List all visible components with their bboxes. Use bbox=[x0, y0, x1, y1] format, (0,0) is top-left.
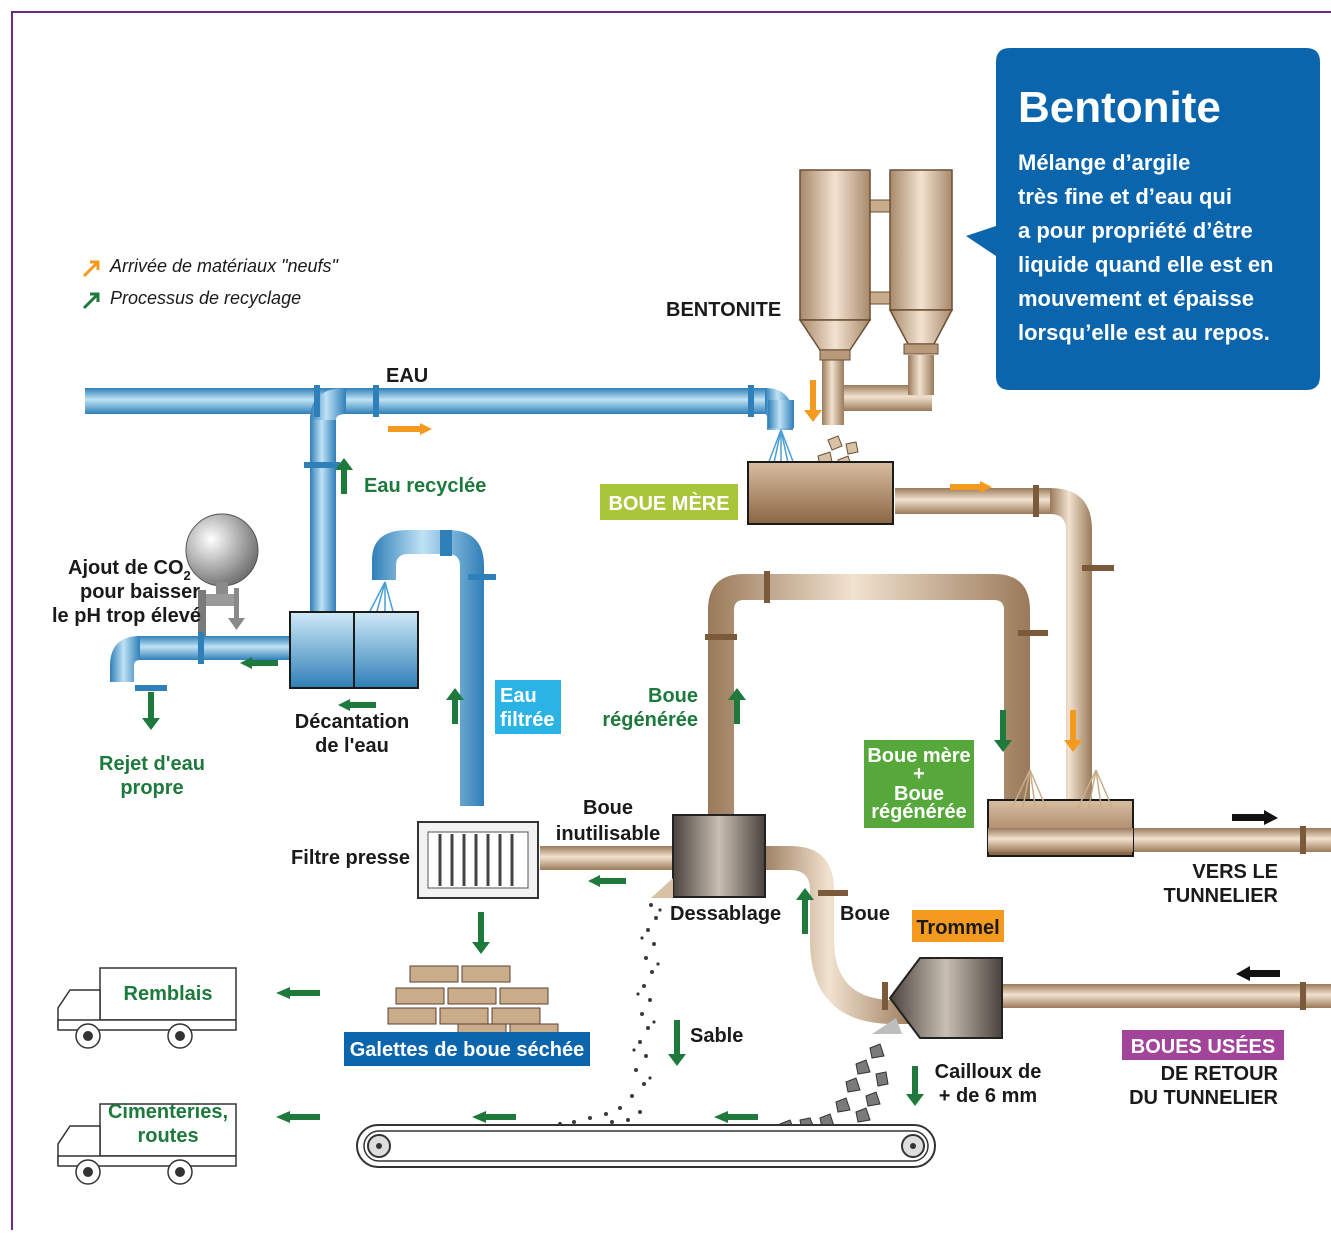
info-box-line: Mélange d’argile bbox=[1018, 150, 1190, 175]
cailloux-label: + de 6 mm bbox=[939, 1085, 1037, 1107]
dried-mud-bricks bbox=[387, 965, 559, 1041]
mix-label: Boue mère bbox=[867, 745, 970, 767]
trommel-badge bbox=[912, 910, 1004, 942]
boues-usees-badge bbox=[1122, 1030, 1284, 1060]
vers-tunnelier-label: VERS LE bbox=[1192, 861, 1278, 883]
sable-label: Sable bbox=[690, 1025, 743, 1047]
boue-mere-tank bbox=[747, 461, 894, 525]
rejet-label: propre bbox=[120, 777, 183, 799]
decantation-label: Décantation bbox=[295, 711, 409, 733]
decantation-tank bbox=[289, 611, 419, 689]
legend-new-materials: Arrivée de matériaux "neufs" bbox=[109, 256, 339, 276]
retour-label: DU TUNNELIER bbox=[1129, 1087, 1278, 1109]
eau-label: EAU bbox=[386, 365, 428, 387]
truck-icon-remblais bbox=[57, 967, 237, 1049]
info-box-title: Bentonite bbox=[1018, 83, 1221, 132]
info-box-line: mouvement et épaisse bbox=[1018, 286, 1254, 311]
bentonite-silos bbox=[798, 169, 954, 361]
galettes-badge bbox=[344, 1032, 590, 1066]
retour-label: DE RETOUR bbox=[1161, 1063, 1279, 1085]
mixing-tank bbox=[987, 799, 1134, 857]
info-box-line: a pour propriété d’être bbox=[1018, 218, 1253, 243]
trommel-label: Trommel bbox=[916, 917, 999, 939]
orange-arrow-icon bbox=[82, 260, 100, 278]
co2-line: pour baisser bbox=[80, 581, 200, 603]
cailloux-label: Cailloux de bbox=[935, 1061, 1042, 1083]
boue-inutilisable-label: Boue bbox=[583, 797, 633, 819]
info-box-line: lorsqu’elle est au repos. bbox=[1018, 320, 1270, 345]
grey-arrow bbox=[228, 588, 245, 630]
boues-usees-label: BOUES USÉES bbox=[1131, 1035, 1275, 1058]
eau-filtree-label: filtrée bbox=[500, 709, 554, 731]
mix-label: + bbox=[913, 763, 925, 785]
eau-recyclee-label: Eau recyclée bbox=[364, 475, 486, 497]
boue-regeneree-label: Boue bbox=[648, 685, 698, 707]
co2-label: Ajout de CO2 pour baisser le pH trop éle… bbox=[52, 557, 201, 627]
eau-filtree-badge bbox=[495, 680, 561, 734]
filter-press bbox=[417, 821, 539, 899]
mix-badge bbox=[864, 740, 974, 828]
co2-text: Ajout de CO bbox=[68, 557, 184, 579]
co2-line: le pH trop élevé bbox=[52, 605, 201, 627]
mud-spray bbox=[1009, 769, 1115, 813]
bentonite-info-box: Bentonite Mélange d’argile très fine et … bbox=[966, 48, 1320, 390]
co2-subscript: 2 bbox=[184, 568, 191, 583]
green-arrow-icon bbox=[82, 292, 100, 310]
cimenteries-label: routes bbox=[137, 1125, 198, 1147]
co2-line: Ajout de CO2 bbox=[68, 557, 191, 583]
black-arrows bbox=[1232, 810, 1280, 981]
galettes-label: Galettes de boue séchée bbox=[350, 1039, 585, 1061]
desander bbox=[651, 814, 766, 898]
vers-tunnelier-label: TUNNELIER bbox=[1164, 885, 1279, 907]
legend: Arrivée de matériaux "neufs" Processus d… bbox=[82, 256, 339, 310]
dessablage-label: Dessablage bbox=[670, 903, 781, 925]
boue-regeneree-label: régénérée bbox=[602, 709, 698, 731]
green-arrows bbox=[142, 458, 1012, 1123]
boue-inutilisable-label: inutilisable bbox=[556, 823, 660, 845]
mix-label: régénérée bbox=[871, 801, 967, 823]
bentonite-label: BENTONITE bbox=[666, 299, 781, 321]
eau-filtree-label: Eau bbox=[500, 685, 537, 707]
filtre-presse-label: Filtre presse bbox=[291, 847, 410, 869]
rejet-label: Rejet d'eau bbox=[99, 753, 205, 775]
boue-mere-badge bbox=[600, 484, 738, 520]
truck-icon-cimenteries bbox=[57, 1103, 237, 1185]
orange-arrows bbox=[388, 380, 1082, 752]
sand-stream bbox=[558, 903, 662, 1126]
remblais-label: Remblais bbox=[124, 983, 213, 1005]
info-box-line: liquide quand elle est en bbox=[1018, 252, 1274, 277]
legend-recycling: Processus de recyclage bbox=[110, 288, 301, 308]
mix-label: Boue bbox=[894, 783, 944, 805]
co2-tank-icon bbox=[185, 513, 259, 606]
water-pipes bbox=[85, 385, 794, 806]
boue-mere-label: BOUE MÈRE bbox=[608, 492, 729, 515]
cimenteries-label: Cimenteries, bbox=[108, 1101, 228, 1123]
info-box-line: très fine et d’eau qui bbox=[1018, 184, 1232, 209]
conveyor-belt bbox=[356, 1124, 936, 1168]
boue-label: Boue bbox=[840, 903, 890, 925]
decantation-label: de l'eau bbox=[315, 735, 389, 757]
rocks-stream bbox=[779, 1043, 889, 1133]
trommel bbox=[872, 957, 1003, 1039]
